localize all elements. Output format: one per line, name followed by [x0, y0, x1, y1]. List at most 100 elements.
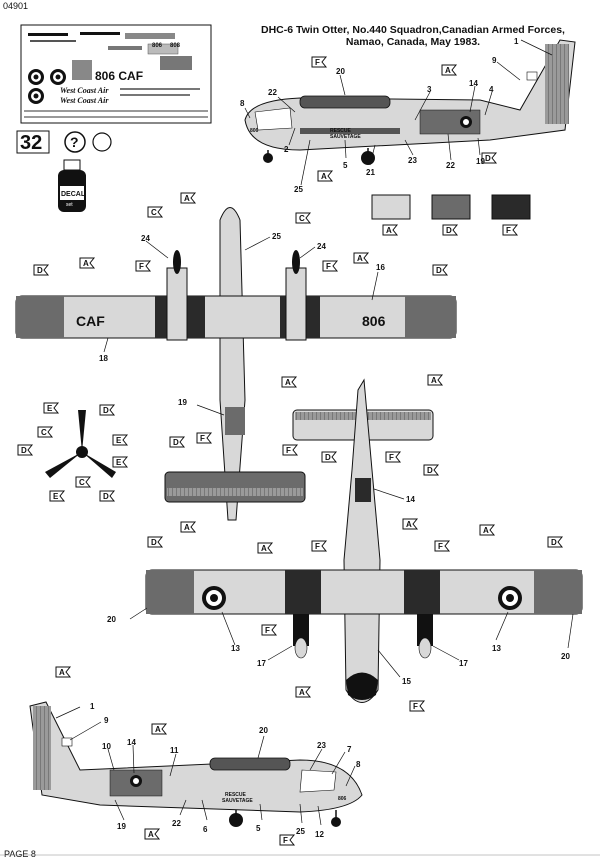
svg-text:E: E — [47, 404, 53, 413]
svg-text:D: D — [436, 266, 442, 275]
swatch-d — [431, 194, 471, 220]
svg-text:A: A — [285, 378, 291, 387]
svg-text:19: 19 — [476, 157, 485, 166]
swatch-f — [491, 194, 531, 220]
svg-text:A: A — [406, 520, 412, 529]
svg-text:18: 18 — [99, 354, 108, 363]
decal-text-806-caf: 806 CAF — [95, 69, 143, 83]
svg-text:12: 12 — [315, 830, 324, 839]
title-line-2: Namao, Canada, May 1983. — [345, 36, 481, 48]
side-view-bottom: RESCUE SAUVETAGE 806 A A A F 1 9 10 14 1… — [29, 666, 363, 846]
svg-text:A: A — [445, 66, 451, 75]
svg-text:A: A — [357, 254, 363, 263]
svg-text:A: A — [299, 688, 305, 697]
decal-bottle-label: DECAL — [61, 191, 86, 198]
svg-text:24: 24 — [317, 242, 326, 251]
svg-text:3: 3 — [427, 85, 432, 94]
scale-badge: 32 — [16, 130, 50, 154]
svg-text:F: F — [315, 542, 320, 551]
side-bottom-rescue-line1: RESCUE — [225, 792, 247, 798]
svg-text:D: D — [427, 466, 433, 475]
svg-text:22: 22 — [446, 161, 455, 170]
svg-text:A: A — [59, 668, 65, 677]
svg-text:A: A — [431, 376, 437, 385]
svg-text:D: D — [103, 492, 109, 501]
svg-text:22: 22 — [268, 88, 277, 97]
svg-text:F: F — [139, 262, 144, 271]
svg-text:F: F — [389, 453, 394, 462]
svg-text:D: D — [551, 538, 557, 547]
svg-text:16: 16 — [376, 263, 385, 272]
svg-text:D: D — [37, 266, 43, 275]
svg-text:25: 25 — [296, 827, 305, 836]
svg-text:C: C — [41, 428, 47, 437]
svg-text:A: A — [386, 226, 392, 235]
side-view-top: RESCUE SAUVETAGE 806 F A A D 1 9 8 22 20… — [240, 37, 576, 194]
svg-text:F: F — [286, 446, 291, 455]
svg-text:A: A — [184, 523, 190, 532]
svg-text:C: C — [299, 214, 305, 223]
svg-text:F: F — [283, 836, 288, 845]
svg-text:E: E — [116, 458, 122, 467]
svg-text:1: 1 — [514, 37, 519, 46]
svg-text:806: 806 — [250, 128, 259, 134]
svg-text:F: F — [265, 626, 270, 635]
svg-text:19: 19 — [178, 398, 187, 407]
svg-text:9: 9 — [492, 56, 497, 65]
svg-text:D: D — [173, 438, 179, 447]
decal-text-west-coast-2: West Coast Air — [60, 96, 109, 105]
svg-text:C: C — [79, 478, 85, 487]
svg-text:20: 20 — [259, 726, 268, 735]
svg-text:A: A — [184, 194, 190, 203]
svg-text:14: 14 — [406, 495, 415, 504]
svg-text:17: 17 — [257, 659, 266, 668]
svg-text:D: D — [21, 446, 27, 455]
svg-text:13: 13 — [231, 644, 240, 653]
svg-text:F: F — [200, 434, 205, 443]
page-number: PAGE 8 — [4, 849, 36, 859]
side-top-rescue-line1: RESCUE — [330, 128, 352, 134]
svg-text:7: 7 — [347, 745, 352, 754]
title-line-1: DHC-6 Twin Otter, No.440 Squadron,Canadi… — [261, 24, 565, 36]
svg-text:E: E — [53, 492, 59, 501]
svg-text:F: F — [413, 702, 418, 711]
svg-text:11: 11 — [170, 746, 179, 755]
wing-text-left: CAF — [76, 313, 105, 329]
propeller-diagram: E D C D E E E C D — [17, 402, 128, 502]
svg-text:10: 10 — [102, 742, 111, 751]
svg-text:8: 8 — [240, 99, 245, 108]
svg-text:9: 9 — [104, 716, 109, 725]
svg-text:6: 6 — [203, 825, 208, 834]
svg-text:19: 19 — [117, 822, 126, 831]
svg-text:15: 15 — [402, 677, 411, 686]
document-code: 04901 — [3, 1, 29, 11]
svg-text:25: 25 — [272, 232, 281, 241]
svg-text:A: A — [261, 544, 267, 553]
decal-text-808: 808 — [170, 43, 181, 49]
svg-text:17: 17 — [459, 659, 468, 668]
bottom-view: A D A F F A D F A F 14 20 13 17 15 17 13… — [107, 378, 583, 712]
svg-text:F: F — [438, 542, 443, 551]
svg-text:1: 1 — [90, 702, 95, 711]
svg-text:F: F — [315, 58, 320, 67]
svg-text:2: 2 — [284, 145, 289, 154]
svg-text:A: A — [155, 725, 161, 734]
svg-text:14: 14 — [127, 738, 136, 747]
info-icon — [92, 132, 112, 152]
svg-text:C: C — [151, 208, 157, 217]
svg-text:D: D — [325, 453, 331, 462]
svg-text:5: 5 — [256, 824, 261, 833]
svg-text:A: A — [483, 526, 489, 535]
decal-text-806: 806 — [152, 43, 163, 49]
svg-text:E: E — [116, 436, 122, 445]
svg-text:F: F — [506, 226, 511, 235]
svg-text:14: 14 — [469, 79, 478, 88]
decal-sheet-preview: 806 CAF 806 808 West Coast Air West Coas… — [20, 24, 212, 124]
svg-text:20: 20 — [336, 67, 345, 76]
help-icon: ? — [64, 131, 86, 153]
side-bottom-rescue-line2: SAUVETAGE — [222, 798, 253, 804]
tail-plane-parts: A D F D D F F A — [164, 374, 443, 533]
svg-text:23: 23 — [317, 741, 326, 750]
svg-text:8: 8 — [356, 760, 361, 769]
svg-text:24: 24 — [141, 234, 150, 243]
